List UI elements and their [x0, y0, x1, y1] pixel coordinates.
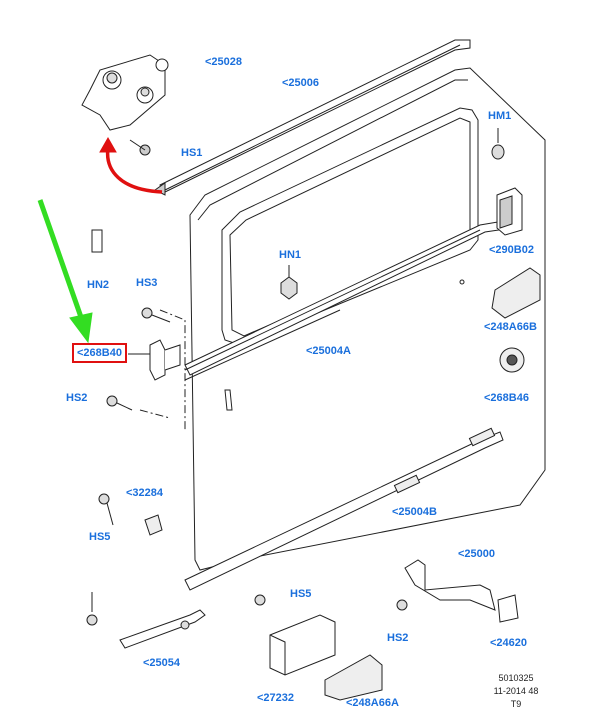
label-25028: <25028: [205, 56, 243, 68]
bolt-hs3: [141, 307, 171, 323]
label-hs5-left: HS5: [89, 531, 111, 543]
label-hn1: HN1: [279, 249, 302, 261]
guide-roller-assembly: [81, 54, 169, 156]
label-hn2: HN2: [87, 279, 110, 291]
striker-268B40: [128, 339, 181, 381]
nut-hn1: [280, 265, 298, 300]
label-hs1: HS1: [181, 147, 203, 159]
label-290B02: <290B02: [489, 244, 534, 256]
label-25006: <25006: [282, 77, 320, 89]
label-268B40-highlighted: <268B40: [72, 343, 127, 363]
bumper-268B46: [499, 347, 525, 373]
label-hs3: HS3: [136, 277, 158, 289]
reference-date: 11-2014 48: [493, 686, 539, 696]
hinge-arm-25054: [86, 592, 206, 649]
bolt-hs5-left: [98, 493, 114, 526]
label-24620: <24620: [490, 637, 528, 649]
bumper-248A66B: [491, 267, 541, 319]
reference-number: 5010325: [498, 673, 534, 683]
label-32284: <32284: [126, 487, 164, 499]
bolt-hs2-left: [106, 395, 133, 411]
clip-hn2: [91, 229, 103, 253]
label-25000: <25000: [458, 548, 496, 560]
housing-27232: [254, 594, 336, 676]
cap-32284: [144, 514, 163, 536]
label-248A66B: <248A66B: [484, 321, 537, 333]
green-pointer-arrow: [37, 199, 85, 321]
clip-hm1: [491, 128, 523, 236]
lower-rail: [184, 427, 504, 591]
red-curved-arrow: [105, 147, 163, 194]
label-25004A: <25004A: [306, 345, 351, 357]
reference-code: T9: [510, 699, 522, 709]
bumper-248A66A: [324, 654, 383, 701]
label-268B46: <268B46: [484, 392, 529, 404]
label-248A66A: <248A66A: [346, 697, 399, 709]
label-25054: <25054: [143, 657, 181, 669]
label-hs2-right: HS2: [387, 632, 409, 644]
label-25004B: <25004B: [392, 506, 437, 518]
roller-bracket-25000: [396, 559, 519, 623]
label-27232: <27232: [257, 692, 295, 704]
label-hm1: HM1: [488, 110, 512, 122]
label-hs5-mid: HS5: [290, 588, 312, 600]
label-hs2-left: HS2: [66, 392, 88, 404]
